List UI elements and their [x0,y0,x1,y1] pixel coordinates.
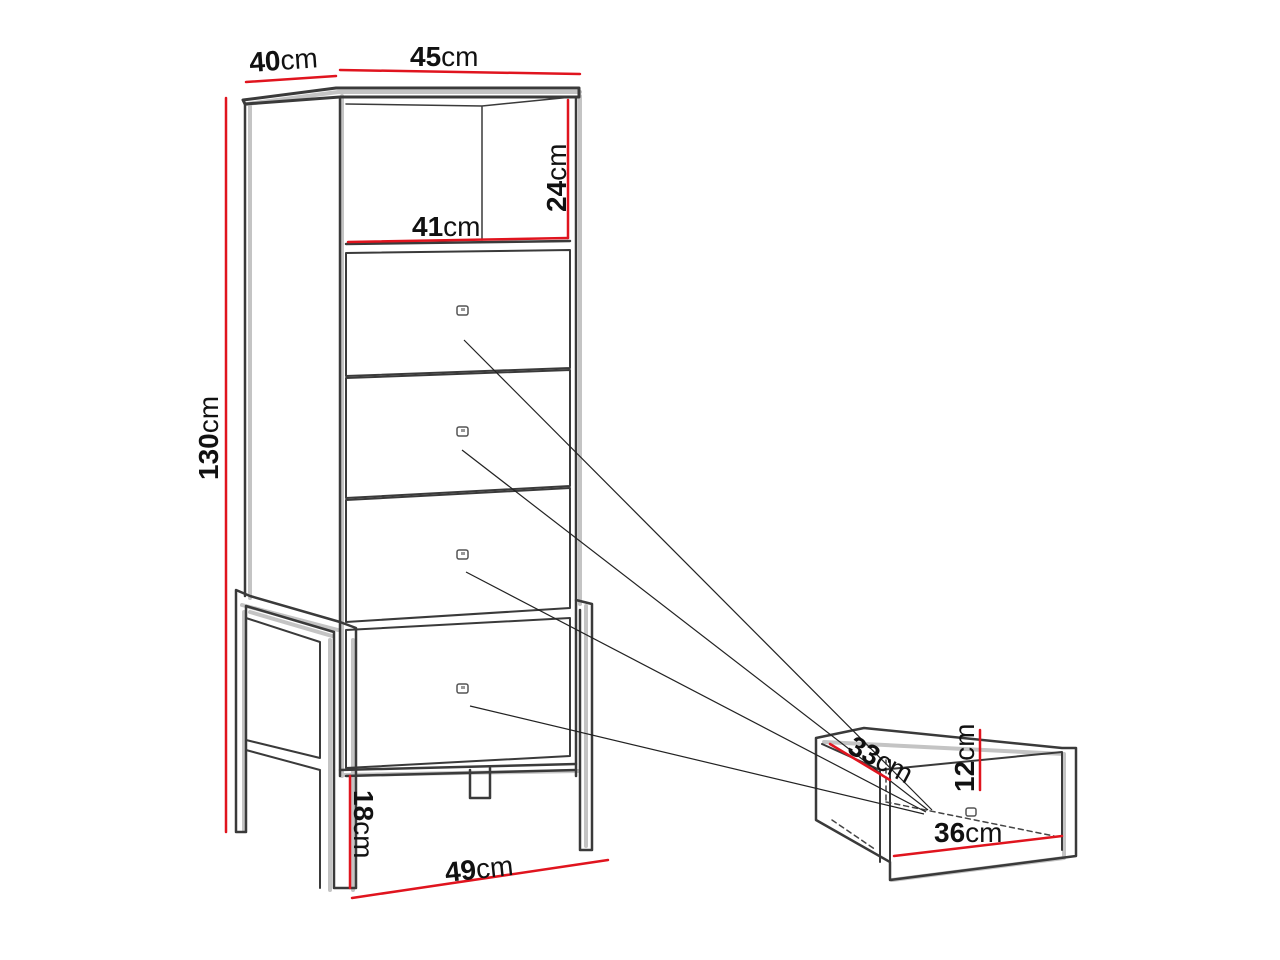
open-drawer-drawing [814,726,1078,882]
cabinet-left-side [243,95,342,778]
frame-left-inner [245,617,321,889]
measurement-lines [224,68,1064,900]
drawer-handle-icon [456,683,469,694]
drawer-front-3 [345,487,571,623]
shelf-interior [345,96,573,241]
measure-shelf-width-line [346,236,570,244]
label-drawer-height: 12cm [949,724,980,792]
frame-left [234,588,358,890]
label-base-width: 49cm [443,850,514,888]
drawer-box [814,726,1078,882]
cabinet-drawing [234,86,594,892]
drawer-handle-icon [456,549,469,560]
label-total-height: 130cm [193,396,224,480]
drawer-front-1 [345,249,571,377]
center-foot [468,766,492,800]
measure-width-line [338,68,582,76]
shelf-bottom [344,239,572,246]
dimension-labels: 40cm 45cm 24cm 41cm 130cm 18cm 49cm 33cm… [193,41,1002,888]
drawer-handles [456,305,469,694]
frame-right [574,598,594,852]
drawer-handle-icon [456,426,469,437]
label-leg-height: 18cm [348,790,379,858]
measure-base-width-line [350,858,610,900]
leader-lines [461,339,933,815]
label-shelf-width: 41cm [412,211,480,242]
cabinet-plinth [338,762,578,778]
measure-drawer-width-line [892,834,1064,858]
measure-drawer-depth-line [828,742,892,782]
drawer-handle-icon [965,807,977,817]
drawer-front-4 [345,617,571,769]
drawer-front-edge [821,743,1063,863]
label-shelf-height: 24cm [541,144,572,212]
drawer-inner-dashed [831,759,1055,851]
drawer-handle-icon [456,305,469,316]
label-drawer-width: 36cm [934,817,1002,848]
drawer-front-2 [345,369,571,499]
label-width: 45cm [410,41,478,72]
label-depth: 40cm [248,42,318,78]
measure-depth-line [244,74,338,84]
